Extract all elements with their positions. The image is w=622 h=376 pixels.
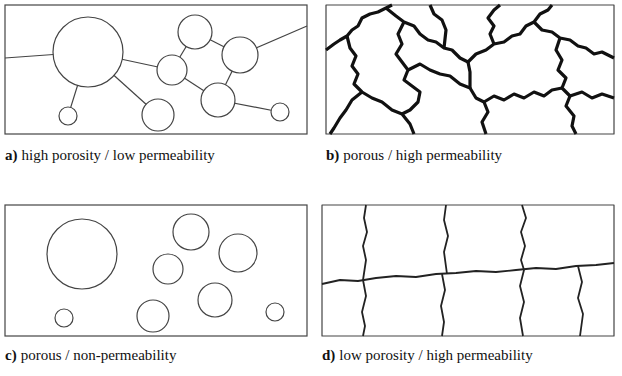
panel-caption: a)high porosity / low permeability <box>5 146 215 164</box>
panel-caption-text: porous / non-permeability <box>21 347 177 363</box>
panel-caption-text: porous / high permeability <box>343 147 502 163</box>
panel-letter: c) <box>5 347 17 363</box>
panel-d <box>322 205 614 336</box>
panel-letter: a) <box>5 147 18 163</box>
panel-letter: b) <box>326 147 339 163</box>
panel-b <box>326 5 614 134</box>
panel-caption: c)porous / non-permeability <box>5 346 176 364</box>
panel-c <box>5 205 307 336</box>
panel-letter: d) <box>322 347 335 363</box>
panel-caption-text: high porosity / low permeability <box>22 147 215 163</box>
panel-a <box>5 5 307 134</box>
panel-caption: b)porous / high permeability <box>326 146 502 164</box>
panel-caption-text: low porosity / high permeability <box>339 347 532 363</box>
panel-caption: d)low porosity / high permeability <box>322 346 533 364</box>
